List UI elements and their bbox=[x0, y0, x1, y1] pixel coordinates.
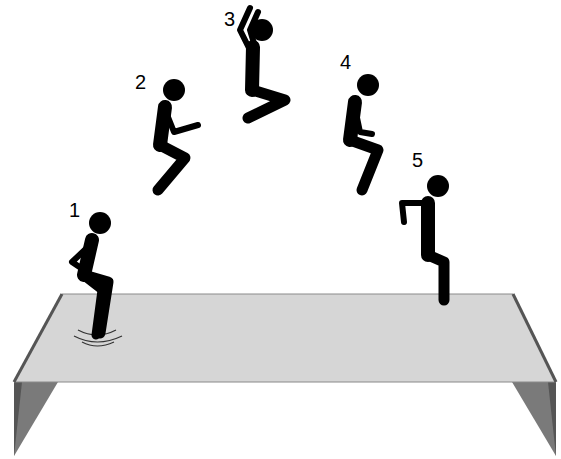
jumper-figure bbox=[350, 74, 379, 190]
jumper-figure bbox=[158, 79, 198, 190]
callout-number: 1 bbox=[69, 200, 80, 220]
trampoline-leg bbox=[548, 382, 556, 456]
trampoline-leg bbox=[14, 382, 58, 456]
trampoline-leg bbox=[512, 382, 556, 456]
bounce-mark bbox=[82, 342, 114, 346]
jumper-figure bbox=[72, 212, 111, 335]
jumper-figure bbox=[240, 8, 285, 118]
trampoline-frame bbox=[14, 294, 62, 382]
trampoline-frame bbox=[513, 294, 556, 382]
callout-number: 5 bbox=[412, 150, 423, 170]
trampoline-leg bbox=[14, 382, 22, 456]
callout-number: 2 bbox=[135, 72, 146, 92]
callout-number: 4 bbox=[340, 52, 351, 72]
callout-number: 3 bbox=[224, 9, 235, 29]
jumper-figure bbox=[402, 175, 449, 300]
